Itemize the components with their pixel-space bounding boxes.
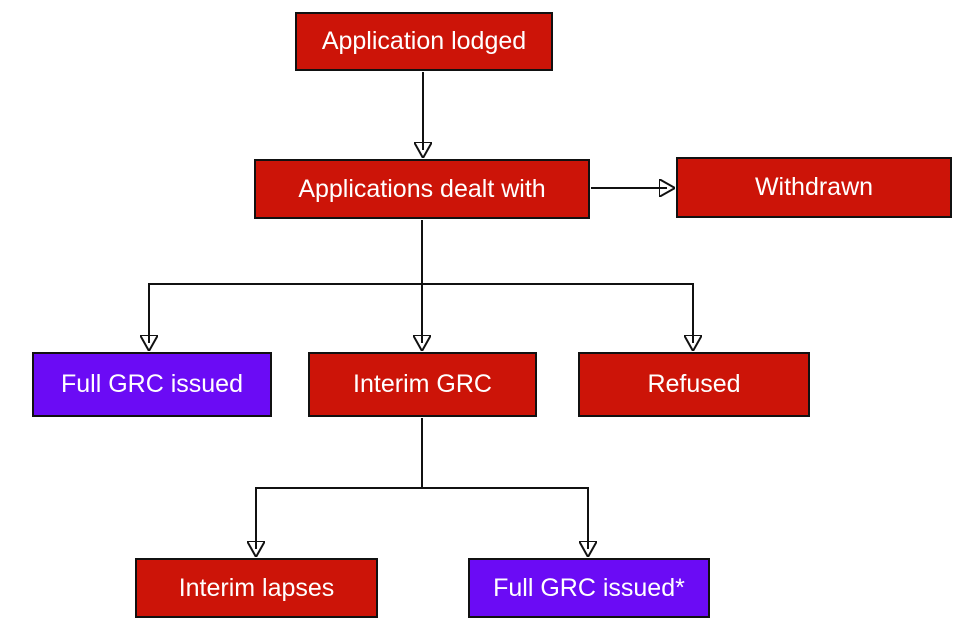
node-refused: Refused xyxy=(578,352,810,417)
node-application-lodged: Application lodged xyxy=(295,12,553,71)
node-full-grc-issued-star: Full GRC issued* xyxy=(468,558,710,618)
node-applications-dealt-with: Applications dealt with xyxy=(254,159,590,219)
node-interim-lapses: Interim lapses xyxy=(135,558,378,618)
node-withdrawn: Withdrawn xyxy=(676,157,952,218)
node-full-grc-issued: Full GRC issued xyxy=(32,352,272,417)
node-interim-grc: Interim GRC xyxy=(308,352,537,417)
